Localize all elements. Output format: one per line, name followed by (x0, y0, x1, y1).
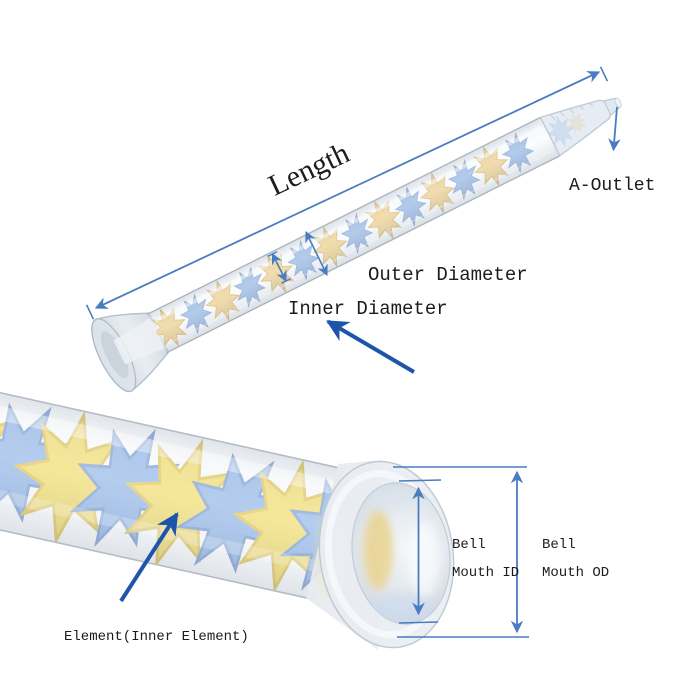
a-outlet-opening (614, 97, 622, 108)
bell-mouth-id-label-line1: Bell (452, 537, 486, 553)
element-label: Element(Inner Element) (64, 629, 249, 645)
a-outlet-arrow (608, 106, 621, 152)
bell-mouth-od-dimension (393, 466, 529, 638)
bell-mouth-od-label-line2: Mouth OD (542, 565, 609, 581)
outer-diameter-label: Outer Diameter (368, 264, 528, 286)
length-dimension-line (85, 66, 609, 320)
a-outlet-label: A-Outlet (569, 176, 655, 196)
bell-mouth-id-dimension (398, 479, 442, 624)
bell-mouth-od-label-line1: Bell (542, 537, 576, 553)
top-figure-mixer-nozzle: Length A-Outlet Outer Diameter Inner Dia… (85, 66, 655, 393)
inner-diameter-marker (267, 251, 291, 284)
element-arrow (119, 512, 179, 603)
inner-diameter-arrow (326, 319, 416, 374)
bell-mouth-id-label-line2: Mouth ID (452, 565, 519, 581)
outer-diameter-marker (305, 230, 328, 277)
bottom-figure-mixer-tube: Element(Inner Element) Bell Mouth ID Bel… (0, 374, 609, 650)
inner-diameter-label: Inner Diameter (288, 298, 448, 320)
nozzle-bell-base (91, 312, 170, 393)
tube-wall-closeup (0, 375, 345, 600)
